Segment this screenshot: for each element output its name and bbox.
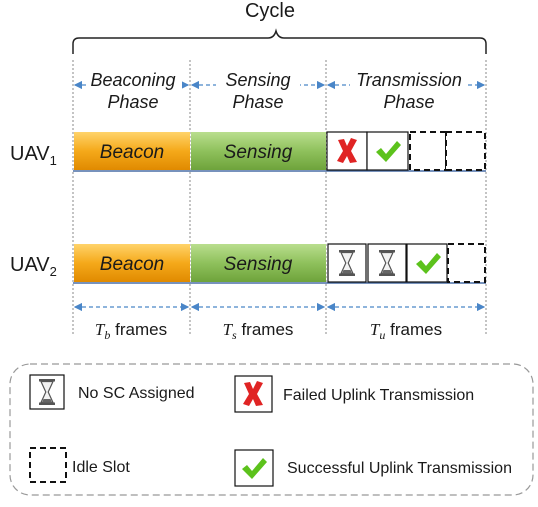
duration-transmission: Tu frames — [370, 320, 442, 342]
legend-success-label: Successful Uplink Transmission — [287, 460, 512, 477]
duration-sensing: Ts frames — [223, 320, 294, 342]
legend-idle-box — [29, 447, 67, 483]
cycle-brace — [72, 28, 487, 54]
phase-labels: Beaconing Phase Sensing Phase Transmissi… — [90, 70, 461, 112]
slot-success — [366, 131, 409, 171]
duration-labels: Tb frames Ts frames Tu frames — [95, 320, 442, 342]
legend-no-sc-label: No SC Assigned — [78, 385, 195, 402]
slot-success — [406, 243, 448, 283]
slot-idle — [409, 131, 447, 171]
sensing-label-2: Sensing — [224, 254, 293, 275]
phase-label-beaconing-2: Phase — [107, 92, 158, 112]
legend: No SC Assigned Failed Uplink Transmissio… — [9, 363, 534, 496]
slot-idle — [445, 131, 486, 171]
beacon-label-1: Beacon — [100, 142, 164, 163]
phase-label-sensing: Sensing — [225, 70, 290, 90]
phase-label-transmission-2: Phase — [383, 92, 434, 112]
uav-row-1: UAV1 Beacon Sensing — [10, 131, 486, 172]
legend-success-box — [234, 449, 274, 487]
uav-label-1: UAV1 — [10, 143, 57, 168]
legend-idle-label: Idle Slot — [72, 459, 130, 476]
diagram-title: Cycle — [245, 0, 295, 22]
sensing-label-1: Sensing — [224, 142, 293, 163]
legend-failed-label: Failed Uplink Transmission — [283, 387, 474, 404]
beacon-bar-2 — [74, 244, 190, 282]
phase-label-sensing-2: Phase — [232, 92, 283, 112]
slot-idle — [447, 243, 486, 283]
phase-label-beaconing: Beaconing — [90, 70, 175, 90]
sensing-bar-1 — [191, 132, 326, 170]
beacon-label-2: Beacon — [100, 254, 164, 275]
phase-label-transmission: Transmission — [356, 70, 462, 90]
phase-separators — [72, 60, 487, 335]
uav-label-2: UAV2 — [10, 254, 57, 279]
beacon-bar-1 — [74, 132, 190, 170]
uav-row-2: UAV2 Beacon Sensing — [10, 243, 486, 284]
duration-beacon: Tb frames — [95, 320, 167, 342]
sensing-bar-2 — [191, 244, 326, 282]
